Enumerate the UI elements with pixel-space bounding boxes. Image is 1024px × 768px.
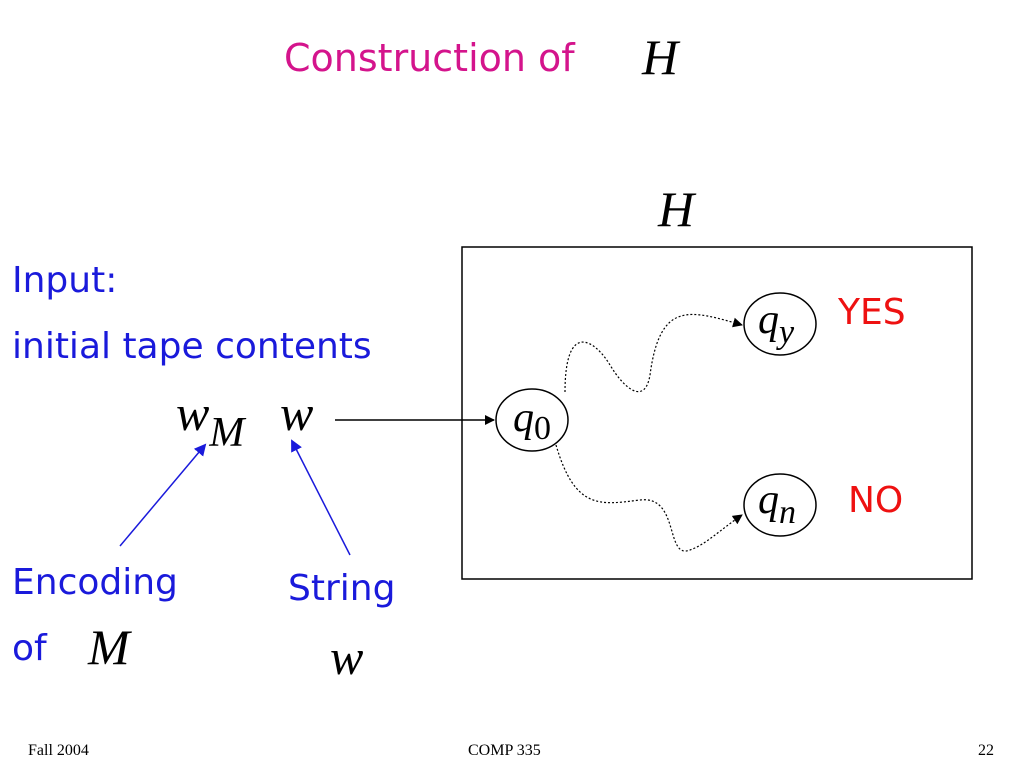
state-q0-label: q0 (513, 395, 551, 447)
state-qn (743, 473, 817, 537)
yes-label: YES (838, 292, 906, 333)
state-qy (743, 292, 817, 356)
encoding-subscript: M (209, 410, 245, 456)
transition-to-qy (564, 313, 743, 393)
encoding-label: Encoding (12, 562, 178, 603)
input-label: Input: (12, 260, 118, 301)
title-variable: H (642, 29, 679, 85)
encoding-of-variable: M (88, 619, 130, 675)
title-text: Construction of (284, 36, 575, 80)
no-label: NO (848, 480, 904, 521)
string-pointer-arrow (291, 439, 351, 556)
encoding-symbol: wM (176, 384, 244, 456)
string-symbol: w (280, 385, 314, 441)
footer-left: Fall 2004 (28, 742, 89, 759)
encoding-of-label: of (12, 628, 47, 669)
state-qy-label: qy (758, 297, 795, 351)
tape-contents-label: initial tape contents (12, 326, 372, 367)
state-q0 (495, 388, 569, 452)
string-label: String (288, 568, 396, 609)
machine-box (461, 246, 973, 580)
footer-center: COMP 335 (468, 742, 541, 759)
slide-title: Construction of (284, 36, 575, 80)
encoding-pointer-arrow (119, 443, 207, 547)
string-label-variable: w (330, 629, 364, 685)
machine-name: H (658, 181, 695, 237)
state-qn-label: qn (758, 477, 796, 531)
footer-page-number: 22 (978, 742, 994, 759)
encoding-base: w (176, 385, 210, 441)
transition-to-qn (555, 444, 743, 552)
